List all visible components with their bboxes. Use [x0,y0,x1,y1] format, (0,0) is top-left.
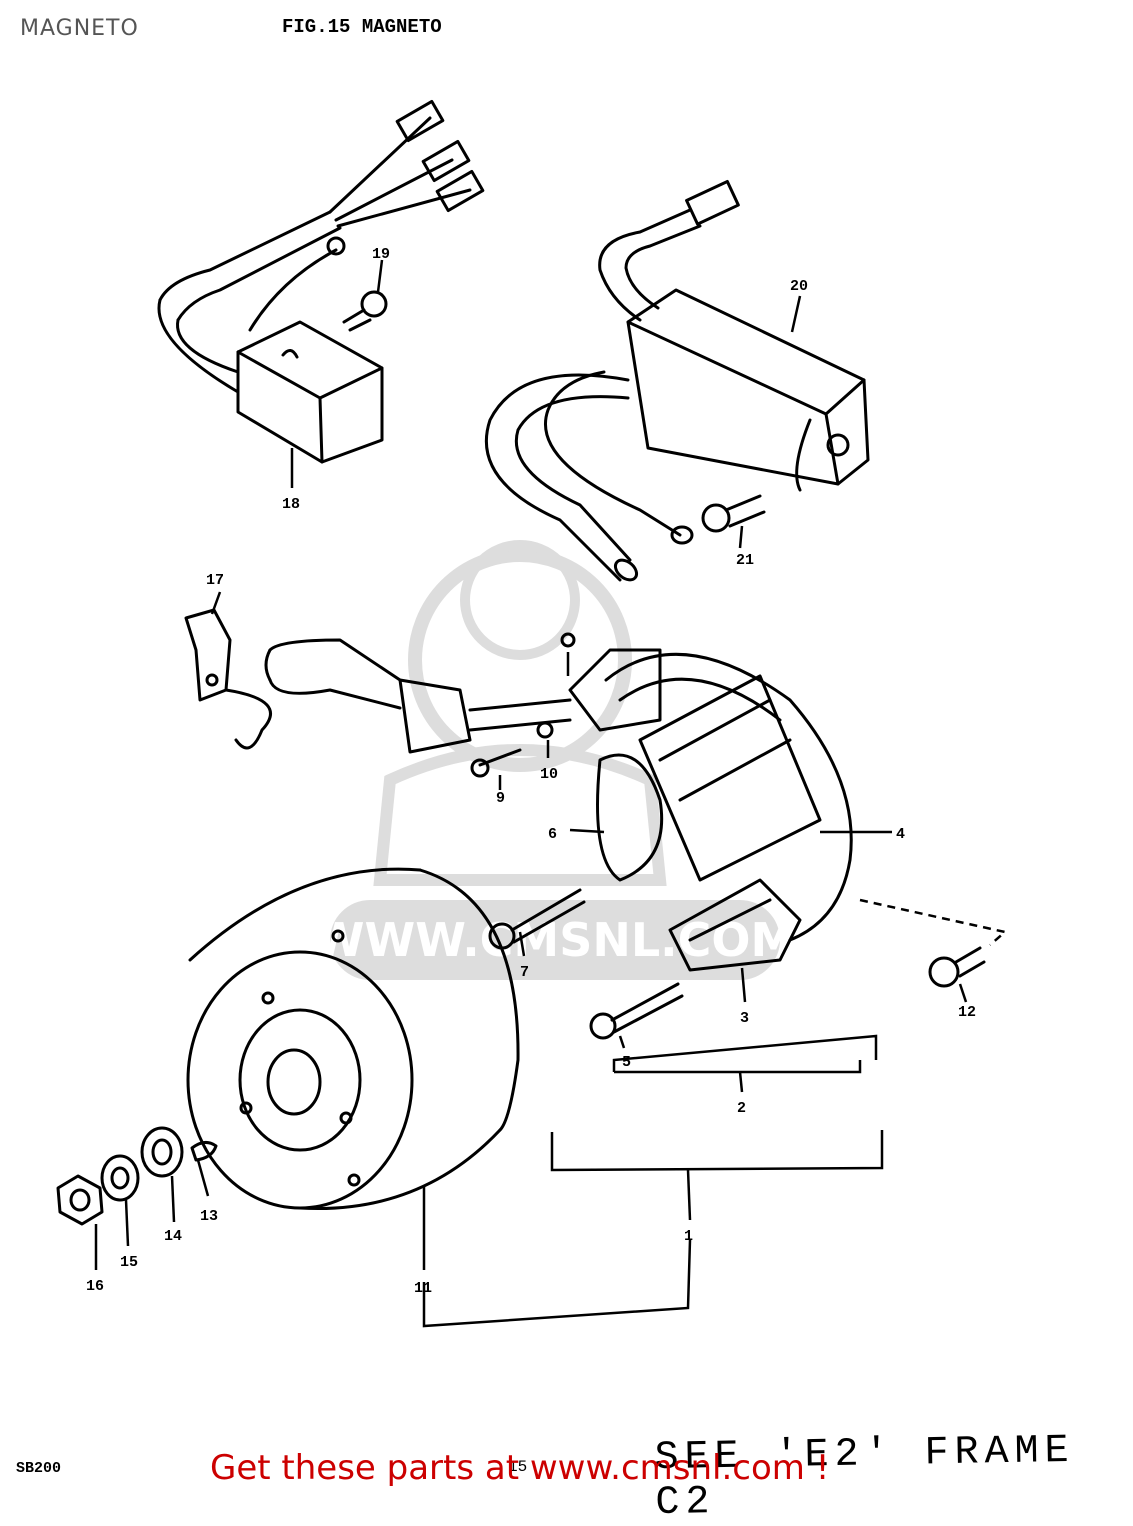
callout-13: 13 [200,1208,218,1225]
page-label: MAGNETO [20,16,139,41]
callout-21: 21 [736,552,754,569]
callout-15: 15 [120,1254,138,1271]
callout-9: 9 [496,790,505,807]
callout-14: 14 [164,1228,182,1245]
leader-lines [94,259,1008,1328]
figure-title: FIG.15 MAGNETO [282,16,442,38]
callout-16: 16 [86,1278,104,1295]
cdi-unit-part-18 [157,99,485,464]
callout-4: 4 [896,826,905,843]
callout-18: 18 [282,496,300,513]
callout-11: 11 [414,1280,432,1297]
callout-12: 12 [958,1004,976,1021]
stator-part-3-4-6 [596,652,853,972]
nut-part-16 [56,1174,104,1226]
callout-17: 17 [206,572,224,589]
callout-20: 20 [790,278,808,295]
bolt-part-21 [701,494,766,533]
clamp-part-17 [184,608,272,750]
lock-washer-part-15 [100,1154,140,1202]
page-number: 15 [508,1458,528,1476]
callout-3: 3 [740,1010,749,1027]
callout-2: 2 [737,1100,746,1117]
washer-part-14 [140,1126,184,1178]
callout-labels: 1 2 3 4 5 6 7 9 10 11 12 13 14 15 16 17 … [86,246,976,1297]
watermark-helmet-icon [460,540,580,660]
watermark-body-icon [373,744,667,886]
watermark: WWW.CMSNL.COM [314,540,797,980]
rotor-part-11 [186,867,520,1211]
screw-part-5 [589,982,684,1040]
buy-parts-link[interactable]: Get these parts at www.cmsnl.com ! [210,1448,830,1488]
callout-7: 7 [520,964,529,981]
key-part-13 [190,1141,218,1162]
screw-part-19 [342,290,388,332]
callout-19: 19 [372,246,390,263]
callout-5: 5 [622,1054,631,1071]
bolt-part-12 [928,946,986,988]
watermark-text: WWW.CMSNL.COM [314,913,797,967]
watermark-head-icon [408,548,632,772]
model-code: SB200 [16,1460,62,1477]
callout-10: 10 [540,766,558,783]
callout-1: 1 [684,1228,693,1245]
watermark-banner [330,900,780,980]
callout-6: 6 [548,826,557,843]
ignition-coil-part-20 [484,179,870,582]
pickup-harness [264,632,662,778]
